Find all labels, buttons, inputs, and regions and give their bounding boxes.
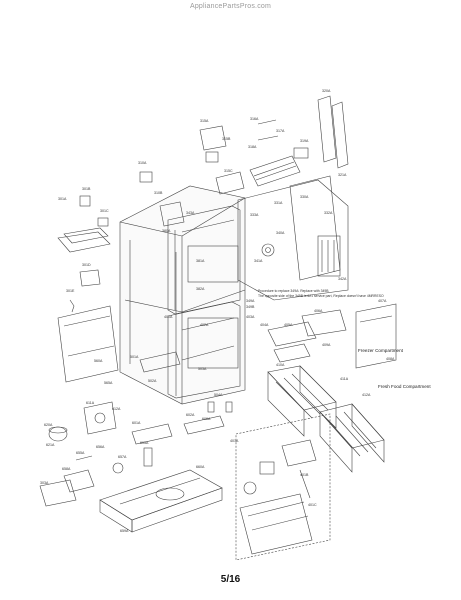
part-label: 317A: [276, 129, 285, 133]
part-label: 342A: [338, 277, 347, 281]
part-label: 411A: [340, 377, 349, 381]
part-label: 503A: [198, 367, 207, 371]
part-label: 349A: [246, 299, 255, 303]
filter-rail-parts: [249, 95, 349, 187]
part-label: 605A: [140, 441, 149, 445]
part-label: 301C: [100, 209, 109, 213]
part-label: 381A: [196, 259, 205, 263]
part-label: 316A: [250, 117, 259, 121]
part-label: 382A: [196, 287, 205, 291]
top-cover-parts: [57, 171, 153, 287]
cabinet-assembly: [119, 185, 246, 405]
part-label: 340A: [276, 231, 285, 235]
part-label: 401B: [300, 473, 309, 477]
part-label: 318A: [248, 145, 257, 149]
part-label: 504A: [214, 393, 223, 397]
part-label: 301A: [58, 197, 67, 201]
part-label: 310A: [138, 161, 147, 165]
part-label: 321A: [338, 173, 347, 177]
part-label: 333A: [250, 213, 259, 217]
part-label: 611A: [86, 401, 95, 405]
part-label: 502A: [148, 379, 157, 383]
part-label: 404A: [260, 323, 269, 327]
part-label: 332A: [324, 211, 333, 215]
part-labels: 401A 401B 401C 303A 301A 301B 301C 301D …: [40, 89, 395, 533]
base-pan-assembly: [99, 469, 223, 533]
fresh-food-compartment-label: Fresh Food Compartment: [378, 384, 431, 389]
part-label: 612A: [112, 407, 121, 411]
part-label: 655A: [76, 451, 85, 455]
part-label: 400A: [164, 315, 173, 319]
part-label: 501A: [130, 355, 139, 359]
part-label: 330A: [300, 195, 309, 199]
part-label: 406A: [314, 309, 323, 313]
part-label: 621A: [46, 443, 55, 447]
part-label: 620A: [44, 423, 53, 427]
part-label: 315A: [200, 119, 209, 123]
page-number: 5/16: [220, 574, 241, 585]
part-label: 410A: [276, 363, 285, 367]
service-note-line-1: Procedure to replace 349A: Replace with …: [258, 289, 329, 293]
part-label: 565A: [104, 381, 113, 385]
evaporator-cover-assembly: [237, 175, 349, 301]
part-label: 659A: [120, 529, 129, 533]
part-label: 301E: [66, 289, 75, 293]
part-label: 660A: [196, 465, 205, 469]
part-label: 402A: [200, 323, 209, 327]
part-label: 343A: [186, 211, 195, 215]
part-label: 331A: [274, 201, 283, 205]
part-label: 310B: [154, 191, 163, 195]
inner-liner: [167, 205, 241, 399]
part-label: 315C: [224, 169, 233, 173]
part-label: 319A: [300, 139, 309, 143]
watermark: AppliancePartsPros.com: [189, 3, 272, 10]
part-label: 301B: [82, 187, 91, 191]
control-bracket: [159, 125, 245, 227]
part-label: 601A: [132, 421, 141, 425]
part-label: 656A: [96, 445, 105, 449]
service-note-line-2: The opposite side of the 349B is 621 ser…: [258, 294, 384, 298]
part-label: 407A: [378, 299, 387, 303]
part-label: 320A: [322, 89, 331, 93]
part-label: 409A: [322, 343, 331, 347]
drawer-slide-parts: [131, 351, 233, 467]
part-label: 560A: [94, 359, 103, 363]
part-label: 408A: [386, 357, 395, 361]
freezer-drawer-assembly: [267, 303, 397, 437]
part-label: 341A: [254, 259, 263, 263]
part-label: 380A: [162, 229, 171, 233]
part-label: 315B: [222, 137, 231, 141]
part-label: 401A: [230, 439, 239, 443]
part-label: 401C: [308, 503, 317, 507]
part-label: 658A: [62, 467, 71, 471]
back-panel: [57, 299, 119, 383]
part-label: 657A: [118, 455, 127, 459]
part-label: 412A: [362, 393, 371, 397]
compressor-assembly: [39, 401, 124, 507]
part-label: 403A: [246, 315, 255, 319]
part-label: 606A: [202, 417, 211, 421]
part-label: 405A: [284, 323, 293, 327]
part-label: 349B: [246, 305, 255, 309]
door-dispenser-assembly: [235, 413, 331, 561]
freezer-compartment-label: Freezer Compartment: [358, 348, 404, 353]
part-label: 303A: [40, 481, 49, 485]
part-label: 301D: [82, 263, 91, 267]
crisper-drawer-assembly: [319, 403, 385, 473]
part-label: 602A: [186, 413, 195, 417]
